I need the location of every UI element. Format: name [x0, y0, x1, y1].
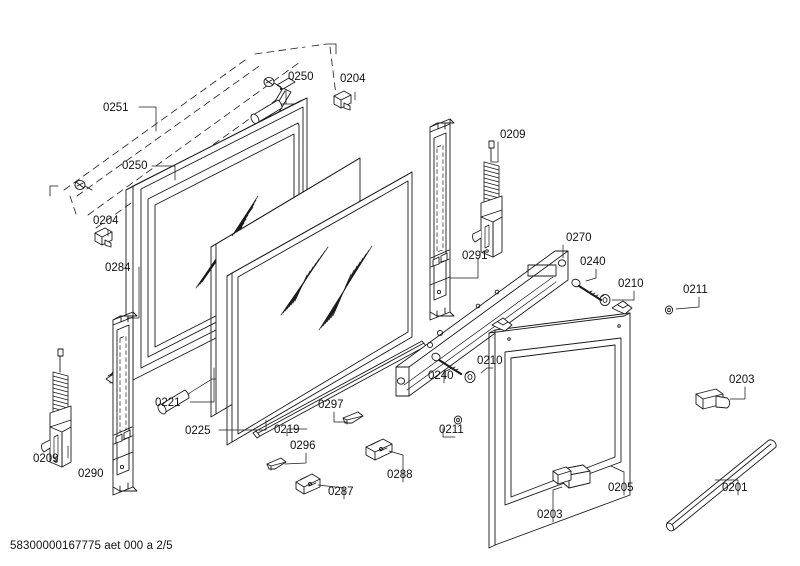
part-label-door-seal-bar: 0201	[722, 482, 748, 494]
part-label-small-clip-a: 0297	[318, 399, 344, 411]
part-label-door-latch: 0205	[608, 482, 634, 494]
part-label-glass-retaining-strip: 0219	[274, 424, 300, 436]
part-0291-right-hinge-rail	[429, 118, 455, 321]
part-0203-clip-block-door	[552, 466, 572, 485]
part-0290-left-hinge-rail	[112, 311, 138, 496]
part-label-washer-lower: 0210	[477, 355, 503, 367]
part-label-outer-door-glass-bracket: 0284	[105, 262, 131, 274]
part-0250-end-cap-left	[157, 389, 190, 415]
part-label-screw-lower: 0240	[428, 370, 454, 382]
part-0225-inner-glass	[226, 171, 413, 446]
part-label-left-hinge-rail: 0290	[78, 468, 104, 480]
part-label-handle-end-cap-right: 0250	[288, 71, 314, 83]
part-label-nut-upper: 0211	[683, 284, 708, 296]
diagram-artwork	[41, 43, 777, 549]
part-number-labels: 0251 0250 0250 0204 0204 0284 0221 0225 0219 0290…	[33, 71, 755, 521]
part-0296-small-clip	[266, 457, 287, 471]
part-label-nut-lower: 0211	[439, 424, 464, 436]
part-0240-screw-upper	[571, 278, 603, 302]
part-label-handle-end-cap-left: 0250	[122, 160, 148, 172]
coil-spring-right	[483, 161, 500, 203]
part-0204-clip-upper	[333, 90, 352, 111]
part-label-middle-glass-panel: 0221	[155, 397, 181, 409]
part-handle-screw-left	[74, 179, 93, 191]
part-0209-spring-right	[472, 140, 503, 258]
part-label-door-handle-bar: 0251	[103, 102, 129, 114]
part-0203-clip-block-right	[695, 388, 731, 410]
part-0209-spring-left	[41, 348, 72, 468]
part-0287-bracket	[295, 473, 321, 495]
part-label-washer-upper: 0210	[618, 278, 644, 290]
part-label-telescopic-rail: 0270	[566, 232, 592, 244]
part-0210-washer-upper	[599, 293, 611, 307]
part-label-clip-block-right: 0203	[729, 374, 755, 386]
part-0211-nut-upper	[664, 305, 674, 315]
part-label-handle-clip-upper: 0204	[340, 73, 366, 85]
part-handle-screw-right	[263, 76, 282, 88]
part-0201-seal-bar	[665, 439, 777, 532]
leader-lines	[67, 89, 746, 523]
glass-reflection-marks-front	[280, 245, 373, 331]
part-0288-bracket	[365, 438, 393, 461]
part-label-small-bracket-a: 0287	[328, 486, 354, 498]
coil-spring-left	[52, 371, 69, 413]
part-label-screw-upper: 0240	[580, 256, 606, 268]
part-0211-nut-lower	[453, 415, 463, 425]
diagram-caption: 58300000167775 aet 000 a 2/5	[10, 540, 173, 552]
part-label-small-bracket-b: 0288	[387, 469, 413, 481]
part-0250-end-cap-right	[250, 99, 283, 125]
part-label-hinge-spring-right: 0209	[500, 129, 526, 141]
part-label-hinge-spring-left: 0209	[33, 453, 59, 465]
part-label-small-clip-b: 0296	[290, 440, 316, 452]
part-0204-clip-lower	[94, 227, 113, 248]
part-0240-screw-lower	[431, 352, 463, 376]
part-label-handle-clip-lower: 0204	[93, 215, 119, 227]
part-door-frame-panel	[488, 300, 633, 549]
part-0210-washer-lower	[464, 370, 476, 384]
part-label-inner-glass-panel: 0225	[185, 425, 211, 437]
part-label-right-hinge-rail: 0291	[462, 250, 488, 262]
part-label-clip-block-door: 0203	[537, 509, 563, 521]
